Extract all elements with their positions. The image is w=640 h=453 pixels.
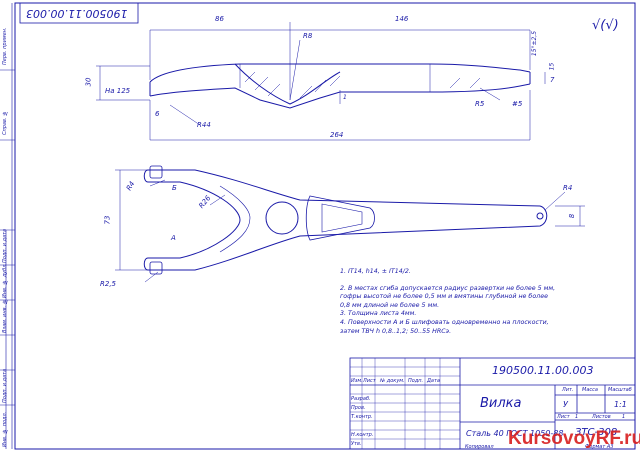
- title-code: 190500.11.00.003: [492, 364, 594, 377]
- roughness-symbol: √(√): [592, 18, 619, 33]
- side-label: Инв. № подл.: [2, 411, 8, 447]
- stamp-code: 190500.11.00.003: [26, 7, 128, 20]
- dim-angle: 15°±2,5: [531, 30, 539, 57]
- row-tkontr: Т.контр.: [351, 414, 373, 420]
- title-name: Вилка: [480, 396, 522, 411]
- dim-7: 7: [550, 76, 555, 84]
- note-line: 2. В местах сгиба допускается радиус раз…: [340, 284, 556, 292]
- scale-label: Масштаб: [608, 387, 632, 393]
- dim-r4-b: R4: [563, 184, 573, 192]
- note-line: затем ТВЧ h 0,8..1,2; 50..55 HRCэ.: [340, 327, 452, 335]
- note-line: 3. Толщина листа 4мм.: [340, 310, 417, 318]
- technical-notes: 1. IT14, h14, ± IT14/2. 2. В местах сгиб…: [340, 268, 600, 336]
- side-label: Взам. инв. №: [2, 298, 8, 333]
- dim-73: 73: [103, 215, 112, 225]
- hdr-list: Лист: [363, 378, 376, 384]
- mass-label: Масса: [582, 387, 598, 393]
- side-label: Перв. примен.: [2, 27, 8, 65]
- org-code: ЗТС-308: [575, 427, 618, 438]
- dim-15: 15: [548, 62, 556, 71]
- dim-b: Б: [172, 184, 177, 192]
- sheets-label: Листов: [592, 414, 611, 420]
- dim-146: 146: [395, 15, 409, 23]
- row-utv: Утв.: [351, 441, 362, 447]
- hdr-izm: Изм.: [351, 378, 363, 384]
- side-label: Справ. №: [2, 109, 8, 135]
- dim-r25: R2,5: [100, 280, 116, 288]
- dim-r8: R8: [303, 32, 313, 40]
- sheets-value: 1: [622, 414, 626, 420]
- hdr-doc: № докум.: [380, 378, 405, 384]
- sheet-label: Лист: [557, 414, 570, 420]
- lit-value: У: [563, 400, 568, 409]
- lit-label: Лит.: [562, 387, 574, 393]
- note-line: 1. IT14, h14, ± IT14/2.: [340, 268, 411, 275]
- title-material: Сталь 40 ГОСТ 1050-88: [466, 429, 564, 438]
- side-label: Инв. № дубл.: [2, 262, 8, 298]
- scale-value: 1:1: [614, 400, 627, 409]
- dim-1: 1: [343, 94, 347, 101]
- dim-5: #5: [512, 100, 523, 108]
- note-line: 0,8 мм длиной не более 5 мм.: [340, 301, 440, 309]
- side-label: Подп. и дата: [2, 228, 8, 263]
- dim-a: А: [171, 234, 176, 242]
- dim-8: 8: [568, 213, 577, 219]
- plan-view: [143, 165, 548, 275]
- row-prov: Пров.: [351, 405, 366, 411]
- dim-6: 6: [155, 110, 160, 118]
- side-label: Подп. и дата: [2, 368, 8, 403]
- watermark-logo: KursovoyRF.ru: [508, 428, 640, 449]
- title-block-lines: [349, 357, 636, 450]
- format-label: Формат А3: [585, 444, 614, 450]
- dim-264: 264: [330, 131, 344, 139]
- row-razrab: Разраб.: [351, 396, 371, 402]
- profile-view: [149, 63, 531, 109]
- dim-86: 86: [215, 15, 224, 23]
- hdr-date: Дата: [427, 378, 440, 384]
- dim-r44: R44: [197, 121, 211, 129]
- note-line: гофры высотой не более 0,5 мм и вмятины …: [340, 293, 548, 301]
- copied-label: Копировал: [465, 444, 494, 450]
- row-nkontr: Н.контр.: [351, 432, 374, 438]
- hdr-sign: Подп.: [408, 378, 424, 384]
- dim-30: 30: [84, 77, 93, 87]
- dim-125: На 125: [105, 87, 131, 95]
- dim-r5: R5: [475, 100, 485, 108]
- note-line: 4. Поверхности А и Б шлифовать одновреме…: [340, 318, 549, 326]
- sheet-value: 1: [575, 414, 579, 420]
